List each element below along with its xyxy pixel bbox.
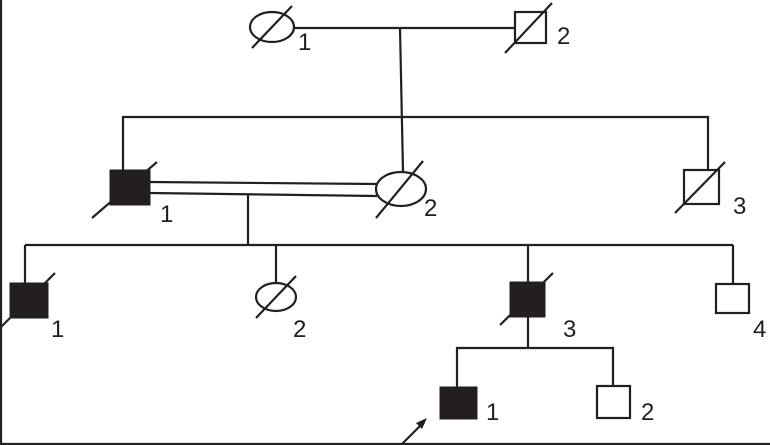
individual-label: 1 (160, 201, 173, 228)
individual-label: 2 (293, 316, 306, 343)
individual-label: 4 (753, 316, 766, 343)
descent-line-I-II2 (398, 27, 405, 173)
deceased-slash (674, 161, 726, 214)
individual-label: 1 (486, 399, 499, 426)
individual-label: 1 (298, 29, 311, 56)
individual-IV-1: 1 (439, 386, 499, 426)
individual-III-2: 2 (254, 275, 306, 343)
individual-III-4: 4 (714, 282, 766, 343)
deceased-slash (91, 161, 158, 219)
deceased-slash (251, 5, 293, 49)
individual-II-3: 3 (674, 161, 746, 220)
individual-label: 2 (641, 399, 654, 426)
sibship-line-IV (455, 346, 615, 387)
individual-III-1: 1 (0, 272, 64, 343)
deceased-slash (375, 160, 424, 219)
individual-label: 2 (424, 195, 437, 222)
deceased-slash (499, 272, 554, 326)
deceased-slash (504, 2, 553, 54)
individual-label: 1 (51, 316, 64, 343)
individual-III-3: 3 (499, 272, 576, 343)
individual-II-2: 2 (374, 160, 437, 222)
deceased-slash (255, 275, 297, 319)
individual-I-1: 1 (248, 5, 311, 56)
deceased-slash (0, 272, 56, 329)
individual-I-2: 2 (504, 2, 570, 54)
individual-label: 2 (557, 23, 570, 50)
individual-label: 3 (563, 316, 576, 343)
sibship-line-II (121, 115, 710, 170)
consanguinity-line-lower (149, 191, 378, 198)
individual-II-1: 1 (91, 161, 173, 228)
individual-IV-2: 2 (595, 384, 654, 426)
individual-label: 3 (733, 193, 746, 220)
consanguinity-line-upper (149, 180, 378, 186)
proband-arrow-icon (401, 418, 427, 445)
